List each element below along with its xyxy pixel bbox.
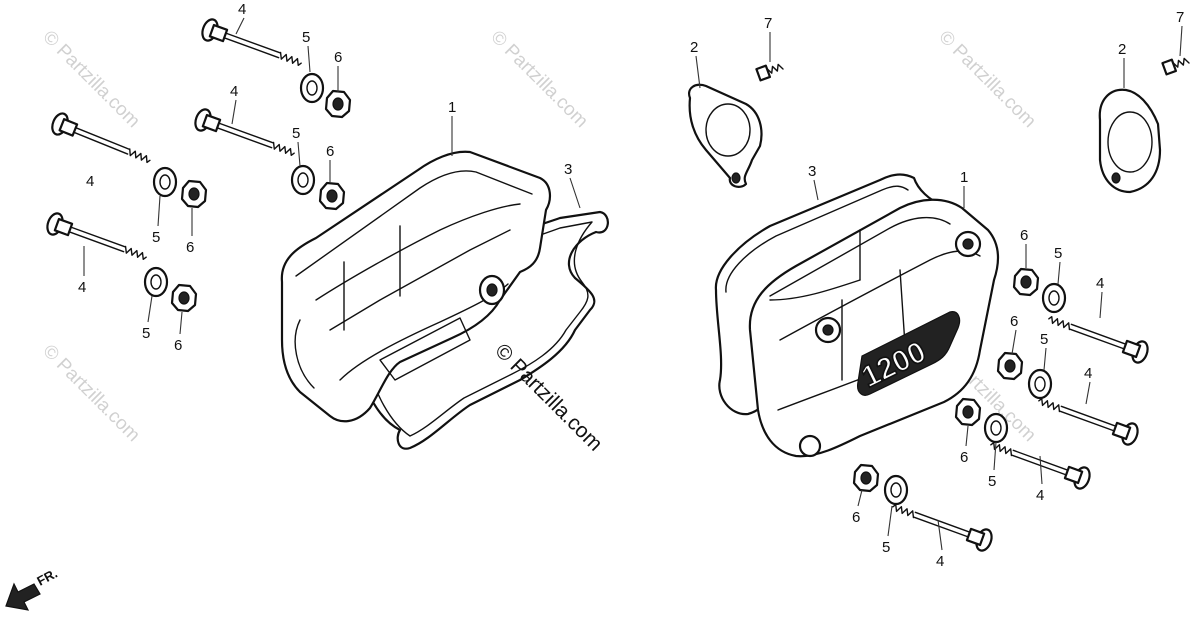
callout-washer: 5: [1040, 331, 1048, 348]
callout-bolt: 4: [230, 83, 238, 100]
callout-gasket: 3: [564, 161, 572, 178]
watermark: © Partzilla.com: [934, 27, 1039, 132]
callout-bolt: 4: [86, 173, 94, 190]
callout-bolt: 4: [1084, 365, 1092, 382]
screw-right: [1161, 53, 1192, 76]
screw-left: [755, 59, 786, 82]
front-direction-indicator: FR.: [5, 566, 60, 611]
callout-bolt: 4: [936, 553, 944, 570]
callout-bolt: 4: [78, 279, 86, 296]
callout-cover: 1: [448, 99, 456, 116]
bolt-set-left-3: [191, 106, 346, 211]
callout-nut: 6: [960, 449, 968, 466]
cylinder-head-cover-left: [280, 150, 552, 423]
bolt-set-right-4: [852, 463, 996, 554]
callout-screw: 7: [764, 15, 772, 32]
callout-cover: 1: [960, 169, 968, 186]
front-direction-label: FR.: [34, 566, 60, 589]
watermark: © Partzilla.com: [38, 341, 143, 446]
cap-left: [688, 83, 763, 188]
callout-washer: 5: [988, 473, 996, 490]
bolt-set-left-1: [198, 16, 352, 119]
cylinder-head-cover-right: 1200: [748, 198, 1000, 458]
callout-washer: 5: [302, 29, 310, 46]
callout-nut: 6: [326, 143, 334, 160]
callout-nut: 6: [1010, 313, 1018, 330]
callout-washer: 5: [882, 539, 890, 556]
cover-badge: [857, 311, 961, 396]
leader-lines: [83, 17, 1183, 551]
bolt-set-right-1: [1012, 267, 1152, 366]
cap-right: [1098, 88, 1162, 194]
callout-washer: 5: [1054, 245, 1062, 262]
callout-numbers: 4 5 6 1 4 5 6 3 4 5 6 4 5 6 2 7 2 7 3 1 …: [78, 1, 1184, 570]
callout-washer: 5: [152, 229, 160, 246]
callout-nut: 6: [852, 509, 860, 526]
bolt-set-left-4: [43, 210, 198, 313]
callout-washer: 5: [292, 125, 300, 142]
watermark-center: © Partzilla.com: [490, 339, 606, 455]
watermark: © Partzilla.com: [38, 27, 143, 132]
callout-screw: 7: [1176, 9, 1184, 26]
front-arrow-icon: [5, 582, 41, 611]
callout-nut: 6: [186, 239, 194, 256]
watermark: © Partzilla.com: [486, 27, 591, 132]
callout-bolt: 4: [1096, 275, 1104, 292]
callout-cap: 2: [690, 39, 698, 56]
callout-bolt: 4: [238, 1, 246, 18]
callout-nut: 6: [334, 49, 342, 66]
callout-bolt: 4: [1036, 487, 1044, 504]
callout-nut: 6: [1020, 227, 1028, 244]
callout-gasket: 3: [808, 163, 816, 180]
callout-cap: 2: [1118, 41, 1126, 58]
callout-washer: 5: [142, 325, 150, 342]
callout-nut: 6: [174, 337, 182, 354]
